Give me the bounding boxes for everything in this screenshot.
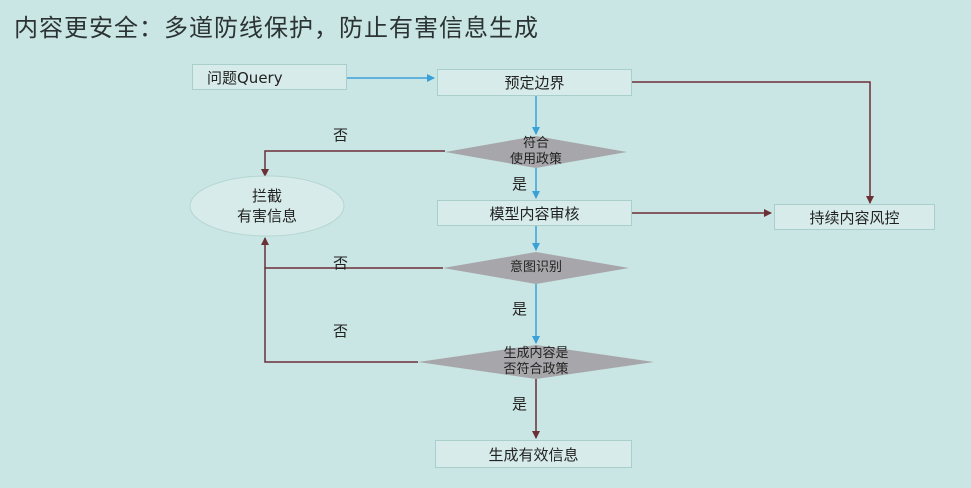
node-generation-check-line2: 否符合政策 — [503, 362, 569, 377]
node-generation-check-text: 生成内容是 否符合政策 — [476, 346, 596, 378]
diamond-generation-check — [418, 345, 654, 379]
block-harmful-ellipse — [189, 175, 345, 237]
node-intent-text: 意图识别 — [476, 260, 596, 276]
edge-label-yes-intent: 是 — [512, 300, 528, 318]
node-policy-check-line2: 使用政策 — [509, 152, 562, 167]
arrow-boundary-to-control — [632, 81, 874, 204]
arrow-intent-no-to-block — [261, 237, 443, 269]
edge-label-no-generation: 否 — [333, 322, 349, 340]
edge-label-yes-policy: 是 — [512, 175, 528, 193]
node-intent-label: 意图识别 — [509, 260, 562, 275]
edge-label-no-intent: 否 — [333, 254, 349, 272]
node-boundary: 预定边界 — [437, 69, 632, 96]
node-block-line2: 有害信息 — [236, 207, 297, 225]
edge-label-no-policy: 否 — [333, 126, 349, 144]
node-output: 生成有效信息 — [435, 440, 632, 468]
page-title: 内容更安全：多道防线保护，防止有害信息生成 — [14, 14, 539, 42]
arrow-policy-no-to-block — [261, 150, 445, 177]
node-continuous-control: 持续内容风控 — [774, 204, 935, 230]
node-query-label: 问题Query — [207, 68, 283, 87]
diamond-intent — [443, 252, 629, 284]
edge-label-yes-generation: 是 — [512, 395, 528, 413]
node-policy-check-text: 符合 使用政策 — [476, 136, 596, 168]
node-generation-check-line1: 生成内容是 — [503, 346, 569, 361]
node-model-review: 模型内容审核 — [437, 200, 632, 226]
node-block-line1: 拦截 — [251, 187, 282, 205]
node-output-label: 生成有效信息 — [488, 445, 579, 464]
node-query: 问题Query — [192, 64, 347, 90]
node-boundary-label: 预定边界 — [504, 74, 565, 92]
node-block-text: 拦截 有害信息 — [207, 186, 327, 226]
node-model-review-label: 模型内容审核 — [489, 204, 580, 223]
diamond-policy-check — [445, 136, 627, 168]
arrow-generation-no-to-block — [264, 268, 418, 363]
node-continuous-control-label: 持续内容风控 — [809, 208, 900, 227]
node-policy-check-line1: 符合 — [522, 136, 549, 151]
